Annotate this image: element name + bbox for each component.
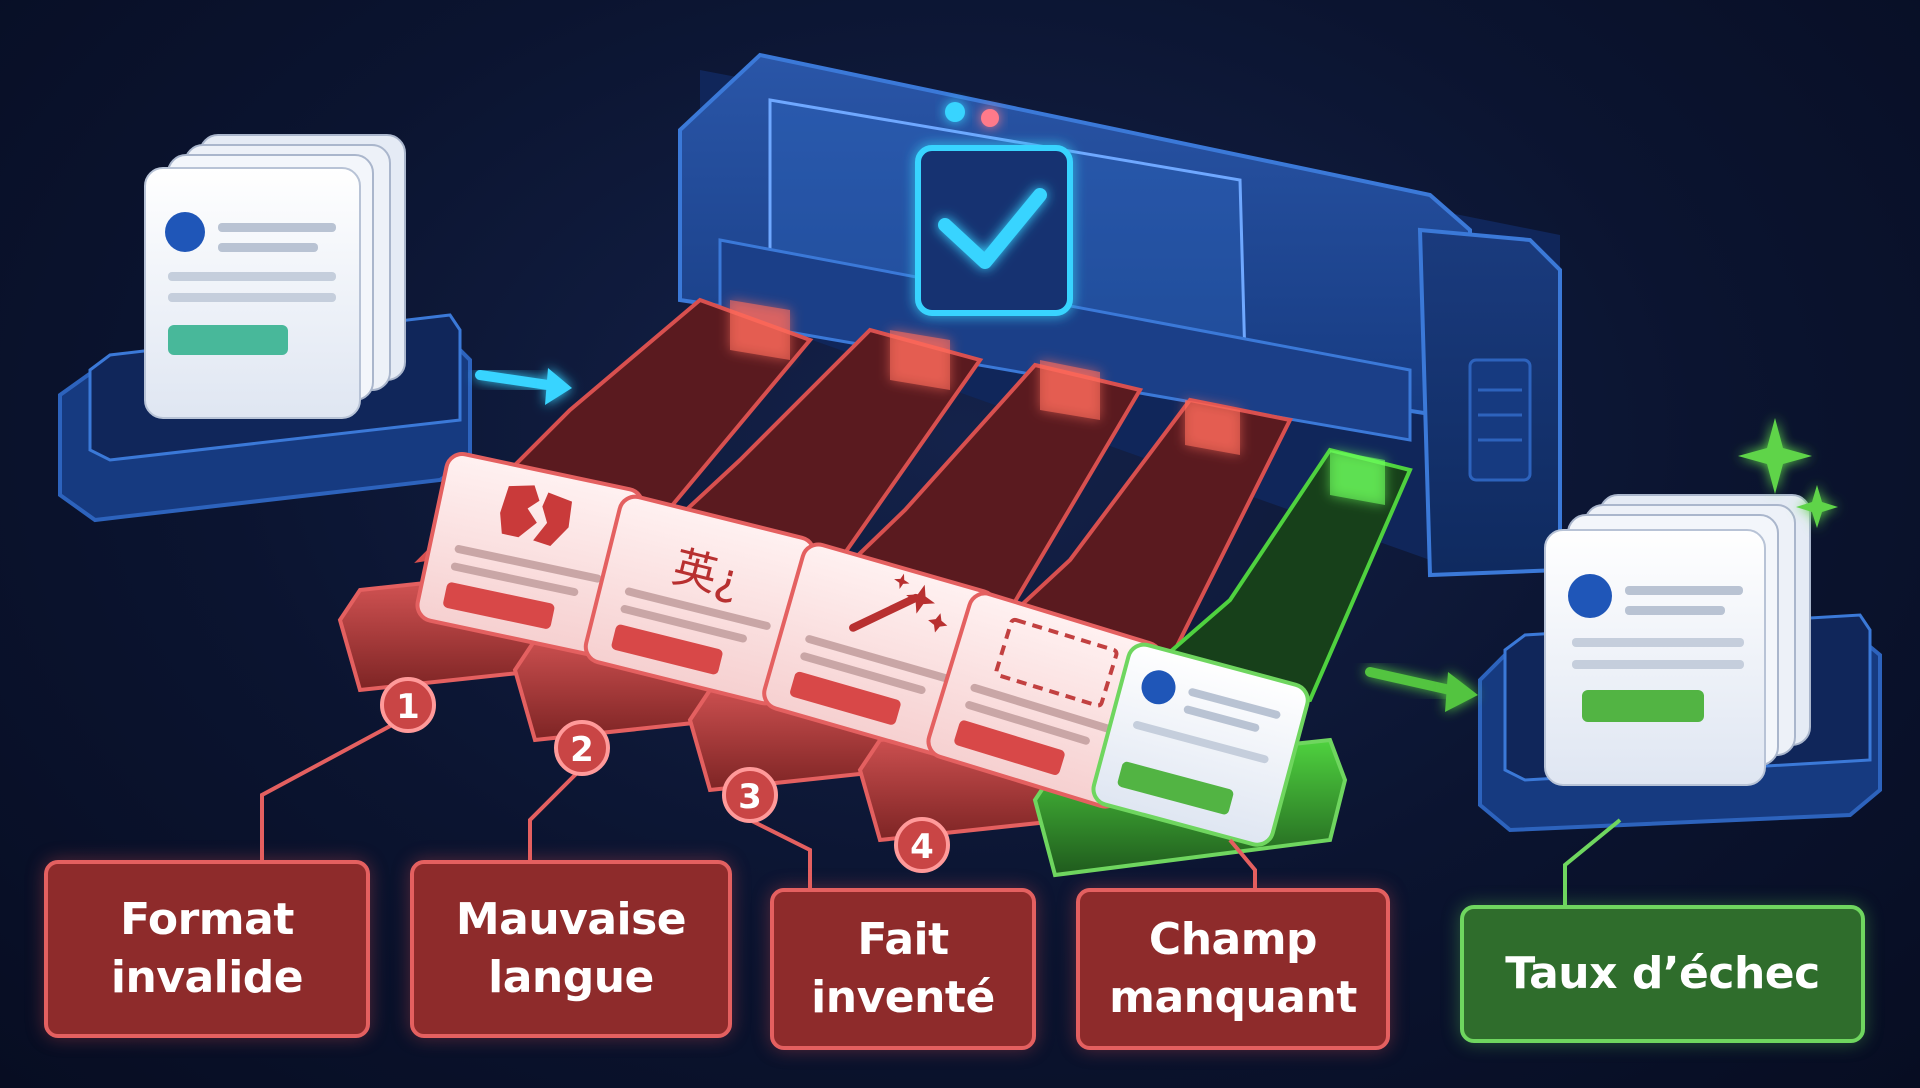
label-taux-echec-text: Taux d’échec [1505,948,1820,999]
label-taux-echec: Taux d’échec [1460,905,1865,1043]
label-format-invalide-text: Format invalide [110,894,304,1003]
svg-text:1: 1 [396,687,420,727]
label-mauvaise-langue-text: Mauvaise langue [455,894,687,1003]
reject-card-2: 英¿ [583,494,817,706]
input-arrow [475,368,572,405]
badge-2: 2 [554,720,610,776]
label-champ-manquant-text: Champ manquant [1109,914,1357,1023]
reject-card-1 [415,452,645,658]
svg-text:4: 4 [910,827,934,867]
badge-1: 1 [380,677,436,733]
sparkle-icon [1738,418,1838,528]
output-tray [1478,494,1882,833]
badge-4: 4 [894,817,950,873]
label-format-invalide: Format invalide [44,860,370,1038]
output-arrow [1365,667,1478,712]
connector-lines [260,723,1622,905]
pass-card [1091,642,1310,847]
label-fait-invente-text: Fait inventé [811,914,995,1023]
label-champ-manquant: Champ manquant [1076,888,1390,1050]
dashed-box-icon [994,617,1119,708]
label-fait-invente: Fait inventé [770,888,1036,1050]
broken-shape-icon [500,485,573,547]
badge-3: 3 [722,767,778,823]
svg-text:3: 3 [738,777,762,817]
magic-wand-icon [849,573,948,633]
label-mauvaise-langue: Mauvaise langue [410,860,732,1038]
input-tray [58,134,472,523]
check-icon [915,145,1073,316]
svg-text:2: 2 [570,730,594,770]
